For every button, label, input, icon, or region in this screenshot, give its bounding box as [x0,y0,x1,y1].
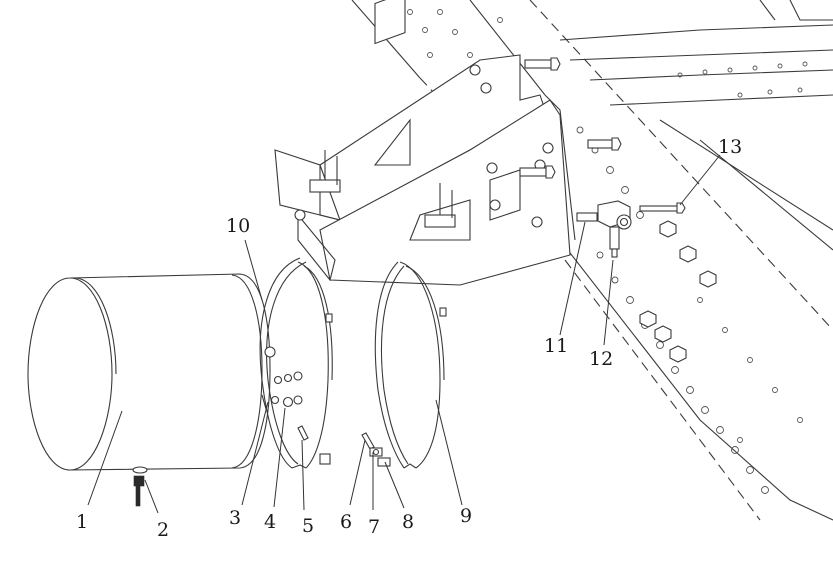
leader-5 [301,439,305,511]
front-strap [259,257,333,469]
callout-12: 12 [589,348,613,370]
callout-5: 5 [302,515,314,537]
leader-lines [87,154,721,514]
leader-13 [679,154,721,206]
leader-2 [144,479,159,514]
leader-10 [244,239,263,301]
leader-8 [384,461,405,509]
callout-9: 9 [460,505,472,527]
leader-6 [349,439,366,506]
callout-3: 3 [229,507,241,529]
leader-11 [559,221,586,336]
drain-valve [132,466,148,507]
mounting-bracket-front [294,64,571,286]
bolts [519,57,686,214]
rear-strap [374,261,447,469]
callout-6: 6 [340,511,352,533]
callout-labels: 1 2 3 4 5 6 7 8 9 10 11 12 13 [76,136,742,541]
callout-1: 1 [76,511,88,533]
callout-7: 7 [368,516,380,538]
callout-4: 4 [264,511,276,533]
leader-12 [603,259,614,346]
callout-8: 8 [402,511,414,533]
callout-13: 13 [718,136,742,158]
nuts-and-washers [261,346,309,441]
callout-11: 11 [544,335,568,357]
leader-4 [273,407,286,508]
leader-3 [241,401,269,506]
valve-assembly [576,200,632,258]
cross-member [559,0,833,251]
callout-2: 2 [157,519,169,541]
loose-hardware [361,432,391,467]
callout-10: 10 [226,215,250,237]
air-tank [27,273,271,507]
leader-1 [87,410,123,506]
leader-9 [435,399,463,506]
